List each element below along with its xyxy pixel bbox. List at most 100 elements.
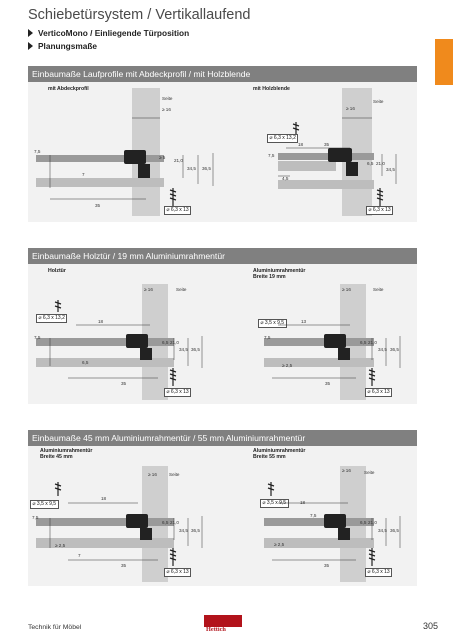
drawing-label: mit Holzblende	[253, 86, 290, 92]
dim-label: 34,5	[386, 167, 395, 172]
dim-label: 36,5	[390, 528, 399, 533]
dim-label: 18	[98, 319, 104, 324]
dim-label: 7,5	[264, 335, 271, 340]
chapter-tab-marker	[435, 39, 453, 85]
running-profile	[264, 338, 374, 346]
logo-bar	[204, 615, 242, 627]
dim-label: 35	[121, 381, 127, 386]
dimension-lines	[49, 482, 401, 566]
triangle-right-icon	[28, 42, 33, 50]
dimension-lines	[49, 117, 397, 206]
dim-label: 35	[121, 563, 127, 568]
dim-label: 21,0	[170, 520, 179, 525]
dim-label: 34,5	[187, 166, 196, 171]
drawing-label: Aluminiumrahmentür Breite 55 mm	[253, 448, 306, 461]
screw-tag: ⌀ 6,3 x 13	[365, 388, 393, 397]
section-laufprofile: Einbaumaße Laufprofile mit Abdeckprofil …	[28, 66, 417, 222]
section-alu-rahmentuer: Einbaumaße 45 mm Aluminiumrahmentür / 55…	[28, 430, 417, 586]
running-profile	[36, 338, 174, 346]
seite-label: Seite	[373, 99, 384, 104]
alu-frame-door	[264, 358, 374, 367]
seite-label: Seite	[176, 287, 187, 292]
page-number: 305	[422, 621, 438, 631]
dimension-lines	[49, 300, 401, 386]
seite-label: Seite	[364, 470, 375, 475]
breadcrumb-vertico: VerticoMono / Einliegende Türposition	[28, 28, 189, 38]
dim-label: 7	[82, 172, 85, 177]
min-width-label: ≥ 16	[342, 287, 351, 292]
drawing-label: Holztür	[48, 268, 66, 274]
dim-label: 7,5	[34, 335, 41, 340]
screw-tag: ⌀ 6,3 x 13	[164, 206, 192, 215]
breadcrumb-planungsmasse: Planungsmaße	[28, 41, 97, 51]
dim-label: 6,5	[360, 520, 367, 525]
min-width-label: ≥ 16	[144, 287, 153, 292]
screw-tag: ⌀ 6,3 x 13,2	[36, 314, 68, 323]
min-width-label: ≥ 16	[148, 472, 157, 477]
dim-label: 7,5	[310, 513, 317, 518]
hettich-logo: Hettich	[204, 615, 242, 635]
dim-label: 34,5	[378, 528, 387, 533]
seite-label: Seite	[169, 472, 180, 477]
dim-label: 35	[324, 142, 330, 147]
dim-label: 6,5	[82, 360, 89, 365]
breadcrumb-label: VerticoMono / Einliegende Türposition	[38, 28, 190, 38]
logo-wordmark: Hettich	[206, 626, 226, 633]
dim-label: 7,5	[32, 515, 39, 520]
dim-label: 36,5	[390, 347, 399, 352]
dim-label: 36,5	[191, 347, 200, 352]
seite-label: Seite	[162, 96, 173, 101]
dim-label: 6,5	[367, 161, 374, 166]
screw-tag: ⌀ 3,5 x 9,5	[30, 500, 59, 509]
dim-label: 18	[298, 142, 304, 147]
dim-label: 21,0	[174, 158, 183, 163]
section-heading: Einbaumaße Laufprofile mit Abdeckprofil …	[28, 66, 417, 82]
min-width-label: ≥ 16	[346, 106, 355, 111]
dim-label: 36,5	[191, 528, 200, 533]
dim-label: 6,5	[162, 340, 169, 345]
min-width-label: ≥ 16	[162, 107, 171, 112]
screw-tag: ⌀ 3,5 x 9,5	[260, 499, 289, 508]
dim-label: 7,5	[268, 153, 275, 158]
footer-tagline: Technik für Möbel	[28, 624, 82, 631]
running-profile	[36, 518, 174, 526]
dim-label: ≥ 2,5	[274, 542, 285, 547]
dim-label: 34,5	[179, 347, 188, 352]
breadcrumb-label: Planungsmaße	[38, 41, 98, 51]
dim-label: 35	[324, 563, 330, 568]
triangle-right-icon	[28, 29, 33, 37]
door-panel	[36, 178, 164, 187]
alu-frame-door	[264, 538, 374, 548]
wood-blind	[278, 161, 336, 171]
dim-label: 34,5	[378, 347, 387, 352]
screw-tag: ⌀ 6,3 x 13	[164, 568, 192, 577]
dim-label: 36,5	[202, 166, 211, 171]
dim-label: 4,5	[282, 176, 289, 181]
screw-tag: ⌀ 6,3 x 13,2	[267, 134, 299, 143]
page-title: Schiebetürsystem / Vertikallaufend	[28, 7, 251, 23]
dim-label: 18	[300, 500, 306, 505]
dim-label: 7,5	[34, 149, 41, 154]
dim-label: 7	[78, 553, 81, 558]
min-width-label: ≥ 16	[342, 468, 351, 473]
seite-label: Seite	[373, 287, 384, 292]
running-profile	[36, 155, 164, 162]
drawing-label: Aluminiumrahmentür Breite 45 mm	[40, 448, 93, 461]
door-panel	[278, 180, 374, 189]
running-profile	[278, 153, 374, 160]
drawing-label: mit Abdeckprofil	[48, 86, 89, 92]
dim-label: 6,5	[162, 520, 169, 525]
dim-label: ≥ 5	[159, 155, 166, 160]
dim-label: ≥ 2,5	[55, 543, 66, 548]
section-heading: Einbaumaße 45 mm Aluminiumrahmentür / 55…	[28, 430, 417, 446]
screw-tag: ⌀ 6,3 x 13	[365, 568, 393, 577]
dim-label: 21,0	[368, 520, 377, 525]
dim-label: 21,0	[368, 340, 377, 345]
section-holztuer: Einbaumaße Holztür / 19 mm Aluminiumrahm…	[28, 248, 417, 404]
dim-label: 34,5	[179, 528, 188, 533]
dim-label: ≥ 2,5	[282, 363, 293, 368]
dim-label: 18	[101, 496, 107, 501]
screw-tag: ⌀ 3,5 x 9,5	[258, 319, 287, 328]
dim-label: 6,5	[360, 340, 367, 345]
screw-tag: ⌀ 6,3 x 13	[164, 388, 192, 397]
